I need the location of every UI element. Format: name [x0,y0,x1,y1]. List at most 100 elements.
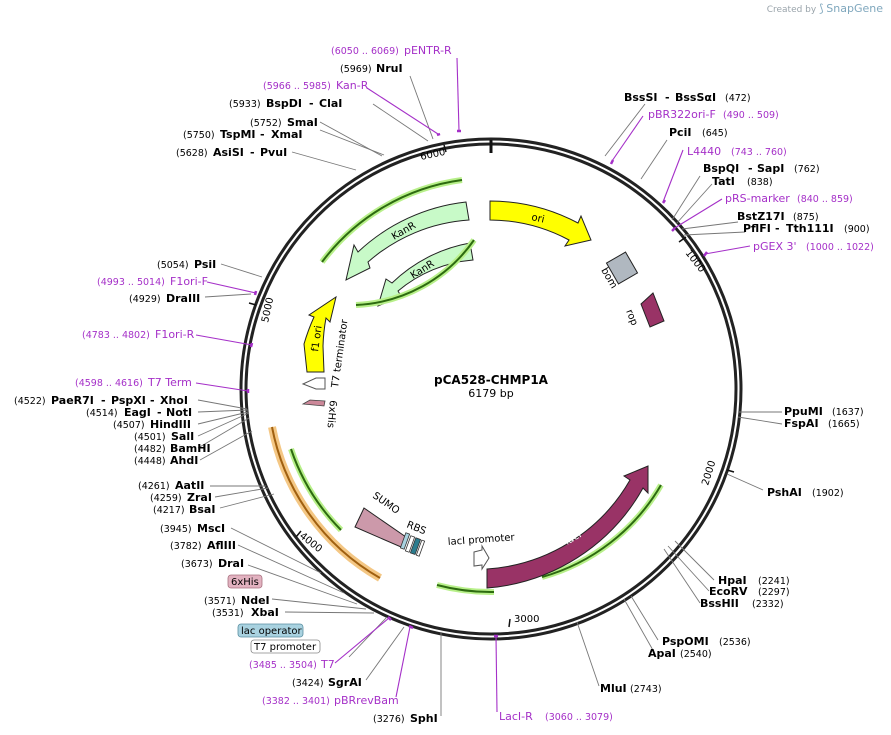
enzyme-psii[interactable]: PsiI [194,258,216,271]
primer-t7[interactable]: T7 [320,658,335,671]
t7-promoter-feature[interactable] [404,535,416,553]
enzyme-ndei-pos: (3571) [204,596,236,607]
enzyme-hindiii[interactable]: HindIII [150,418,191,431]
enzyme-nrui[interactable]: NruI [376,62,403,75]
enzyme-smai[interactable]: SmaI [287,116,318,129]
ori-feature[interactable] [489,200,592,247]
enzyme-sgrai[interactable]: SgrAI [328,676,362,689]
rop-feature[interactable] [640,292,665,328]
6xhis-feature[interactable] [301,399,326,407]
enzyme-pspxi[interactable]: PspXI [111,394,146,407]
enzyme-ahdi[interactable]: AhdI [170,454,198,467]
enzyme-aatii-pos: (4261) [138,481,170,492]
enzyme-clai[interactable]: ClaI [319,97,342,110]
primer-l4440[interactable]: L4440 [687,145,721,158]
primer-f1ori-f[interactable]: F1ori-F [170,275,208,288]
enzyme-draiii[interactable]: DraIII [166,292,200,305]
snapgene-brand-label: SnapGene [826,2,883,15]
enzyme-pcii[interactable]: PciI [669,126,691,139]
enzyme-apai[interactable]: ApaI [648,647,676,660]
enzyme-aatii[interactable]: AatII [175,479,204,492]
primer-t7-term[interactable]: T7 Term [147,376,192,389]
enzyme-pvui[interactable]: PvuI [260,146,287,159]
primer-pgex3[interactable]: pGEX 3' [753,240,797,253]
6xhis-label: 6xHis [325,400,338,429]
enzyme-paer7i[interactable]: PaeR7I [51,394,94,407]
primer-kan-r-range: (5966 .. 5985) [263,81,331,92]
enzyme-tati[interactable]: TatI [712,175,735,188]
primer-laci-r[interactable]: LacI-R [499,710,533,723]
enzyme-noti[interactable]: NotI [166,406,192,419]
primer-pbr322ori-f[interactable]: pBR322ori-F [648,108,716,121]
enzyme-bsshii[interactable]: BssHII [700,597,739,610]
enzyme-ndei[interactable]: NdeI [241,594,270,607]
enzyme-bspqi-pos: (762) [794,164,820,175]
enzyme-pspomi[interactable]: PspOMI [662,635,709,648]
enzyme-ahdi-pos: (4448) [134,456,166,467]
enzyme-ppumi[interactable]: PpuMI [784,405,823,418]
enzyme-sali[interactable]: SalI [171,430,194,443]
primer-pbrrevbam-range: (3382 .. 3401) [262,696,330,707]
enzyme-drai[interactable]: DraI [218,557,244,570]
enzyme-bspdi[interactable]: BspDI [266,97,302,110]
sumo-label: SUMO [370,490,401,516]
primer-laci-r-range: (3060 .. 3079) [545,712,613,723]
t7-terminator-feature[interactable] [301,377,326,390]
created-by-label: Created by [766,5,817,15]
primer-pbrrevbam[interactable]: pBRrevBam [334,694,399,707]
enzyme-fspai[interactable]: FspAI [784,417,819,430]
enzyme-eagi[interactable]: EagI [124,406,151,419]
f1-ori-feature[interactable] [303,295,337,373]
enzyme-msci-pos: (3945) [160,524,192,535]
primer-t7-term-range: (4598 .. 4616) [75,378,143,389]
t7-promoter-box[interactable] [250,639,321,654]
enzyme-mlui[interactable]: MluI [600,682,627,695]
6xhis-box[interactable] [227,574,263,589]
primer-pentr-r[interactable]: pENTR-R [404,44,452,57]
enzyme-bsssi-pos: (472) [725,93,751,104]
enzyme-asisi-pos: (5628) [176,148,208,159]
enzyme-tspmi[interactable]: TspMI [220,128,256,141]
enzyme-afliii[interactable]: AflIII [207,539,236,552]
enzyme-pshai[interactable]: PshAI [767,486,802,499]
enzyme-sapi[interactable]: SapI [757,162,784,175]
enzyme-zrai[interactable]: ZraI [187,491,212,504]
laci-promoter-feature[interactable] [473,544,490,571]
his-tag-box-feature[interactable] [415,539,426,557]
enzyme-bspqi[interactable]: BspQI [703,162,739,175]
f1-ori-label: f1 ori [310,325,325,352]
enzyme-mlui-pos: (2743) [630,684,662,695]
enzyme-bstz17i[interactable]: BstZ17I [737,210,785,223]
enzyme-xhoi[interactable]: XhoI [160,394,188,407]
lac-operator-box[interactable] [237,623,304,638]
enzyme-asisi[interactable]: AsiSI [213,146,244,159]
enzyme-bspdi-pos: (5933) [229,99,261,110]
enzyme-msci[interactable]: MscI [197,522,225,535]
enzyme-ecorv[interactable]: EcoRV [709,585,748,598]
snapgene-branding: Created by ⟆ SnapGene [767,2,883,15]
enzyme-bsssi[interactable]: BssSI [624,91,658,104]
enzyme-nrui-pos: (5969) [340,64,372,75]
primer-prs-marker[interactable]: pRS-marker [725,192,790,205]
enzyme-bsai[interactable]: BsaI [189,503,215,516]
laci-feature[interactable] [486,465,649,589]
kanr-outer-feature[interactable] [345,201,470,281]
enzyme-hpai[interactable]: HpaI [718,574,747,587]
enzyme-xbai[interactable]: XbaI [251,606,279,619]
t7-terminator-label: T7 terminator [330,318,351,390]
rbs-feature[interactable] [409,537,422,556]
sumo-feature[interactable] [354,507,407,548]
enzyme-tth111i[interactable]: Tth111I [786,222,834,235]
enzyme-bsssai[interactable]: BssSαI [675,91,716,104]
enzyme-xmai[interactable]: XmaI [271,128,302,141]
enzyme-bamhi[interactable]: BamHI [170,442,211,455]
primer-kan-r[interactable]: Kan-R [336,79,369,92]
enzyme-sphi[interactable]: SphI [410,712,438,725]
enzyme-pflfi[interactable]: PflFI [743,222,771,235]
primer-f1ori-r[interactable]: F1ori-R [155,328,195,341]
t7-promoter-box-label: T7 promoter [253,642,317,653]
lac-operator-feature[interactable] [399,532,411,550]
svg-text:-: - [250,146,255,159]
bom-feature[interactable] [605,251,639,285]
